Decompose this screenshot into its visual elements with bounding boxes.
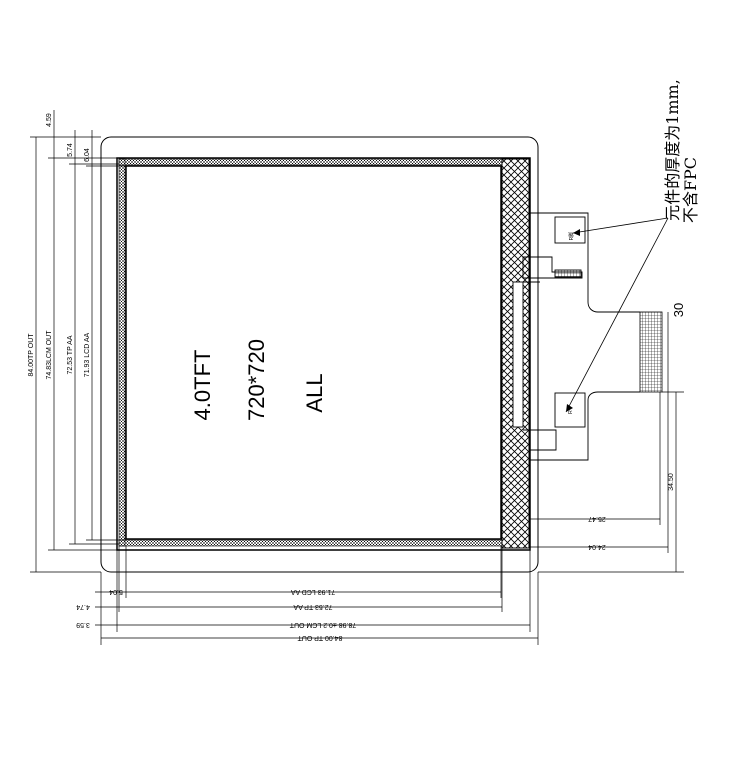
dim-tp-aa-height: 72.53 TP AA: [67, 335, 74, 374]
note-leader-2: [565, 217, 669, 413]
fpc: [512, 212, 640, 461]
dim-left-margin-2: 4.74: [76, 603, 90, 610]
dim-lcd-aa-width: 71.93 LCD AA: [290, 588, 335, 595]
bottom-pad-label: R: [568, 410, 574, 414]
display-resolution: 720*720: [244, 339, 269, 421]
dim-tp-out-width: 84.00 TP OUT: [297, 634, 343, 641]
fpc-top-pad: [554, 216, 586, 244]
active-area: [125, 165, 502, 540]
left-bezel-strip: [118, 158, 126, 547]
dim-lcd-aa-height: 71.93 LCD AA: [84, 332, 91, 377]
left-dimension-lines: [30, 110, 126, 573]
dim-lcm-out-height: 74.83LCM OUT: [46, 330, 53, 380]
display-view: ALL: [302, 373, 327, 412]
fpc-dimension-lines: [530, 312, 684, 573]
dim-tp-aa-width: 72.53 TP AA: [293, 603, 332, 610]
dim-tp-out-height: 84.00TP OUT: [28, 333, 35, 377]
leader-arrow-1: [573, 229, 580, 236]
tp-outline: [100, 136, 539, 573]
lcm-outline: [116, 157, 531, 551]
dim-left-margin-1: 5.04: [109, 588, 123, 595]
dim-fpc-height: 34.50: [668, 473, 675, 491]
thickness-note-line1: 元件的厚度为1mm,: [663, 79, 682, 221]
fpc-bottom-pad: [554, 392, 586, 428]
dim-top-margin-3: 6.04: [84, 148, 91, 162]
top-bezel-strip: [118, 158, 503, 166]
thickness-note-line2: 不含FPC: [681, 157, 700, 223]
display-model: 4.0TFT: [190, 350, 215, 421]
note-leader-1: [572, 217, 669, 234]
fpc-pin-count: 30: [671, 303, 686, 317]
dim-lcm-out-width: 78.98 ±0.2 LCM OUT: [289, 621, 356, 628]
dim-left-margin-3: 3.59: [76, 621, 90, 628]
bottom-bezel-strip: [118, 539, 503, 547]
dim-top-margin-2: 5.74: [67, 143, 74, 157]
top-pad-label: R脚: [568, 232, 575, 241]
fpc-gold-fingers: [639, 311, 663, 393]
fpc-inner-connector: [512, 281, 524, 428]
dim-fpc-offset-2: 24.04: [588, 543, 606, 550]
dim-fpc-offset-1: 25.47: [588, 515, 606, 522]
bottom-dimension-lines: [95, 546, 539, 645]
dim-top-margin-1: 4.59: [46, 113, 53, 127]
fpc-connector-pins: [554, 269, 582, 278]
leader-arrow-2: [566, 404, 573, 412]
